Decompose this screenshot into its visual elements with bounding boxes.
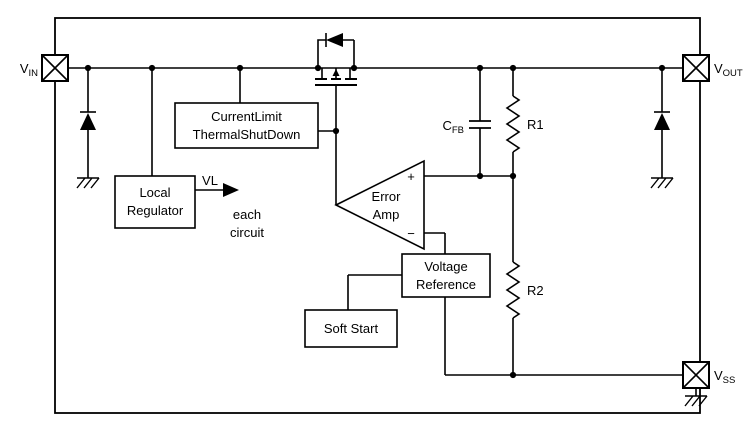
pin-label-vin: VIN — [20, 61, 38, 79]
ground-symbol-vout — [650, 177, 674, 189]
cfb-label: CFB — [442, 118, 464, 136]
body-diode — [325, 33, 343, 47]
ground-symbol-vss — [684, 395, 708, 407]
voltage-reference-label-line2: Reference — [416, 277, 476, 292]
pin-label-vout: VOUT — [714, 61, 743, 79]
soft-start-block: Soft Start — [304, 309, 398, 348]
esd-diode-vout — [654, 111, 670, 130]
junction-dots — [84, 64, 666, 379]
esd-diode-vin — [80, 111, 96, 130]
soft-start-label: Soft Start — [324, 321, 379, 336]
resistor-r1 — [505, 95, 521, 153]
pin-vss — [682, 361, 710, 389]
each-circuit-label-line1: each — [233, 207, 261, 222]
r1-label: R1 — [527, 117, 544, 132]
each-circuit-label-line2: circuit — [230, 225, 264, 240]
wire-inverting-input — [424, 232, 446, 254]
local-regulator-label-line2: Regulator — [127, 203, 184, 218]
local-regulator-label-line1: Local — [139, 185, 170, 200]
current-limit-label-line2: ThermalShutDown — [193, 127, 301, 142]
voltage-reference-label-line1: Voltage — [424, 259, 467, 274]
local-regulator-block: Local Regulator — [114, 175, 196, 229]
pin-vin — [41, 54, 69, 82]
ic-boundary — [54, 17, 701, 414]
vl-label: VL — [202, 173, 218, 188]
voltage-reference-block: Voltage Reference — [401, 253, 491, 298]
transistor-body-arrow — [332, 69, 340, 76]
error-amp-label-line2: Amp — [373, 207, 400, 222]
error-amp-minus-input: − — [407, 226, 415, 241]
error-amp-label-line1: Error — [372, 189, 402, 204]
pass-transistor — [315, 68, 357, 86]
wire-body-diode-loop — [317, 39, 355, 68]
pin-label-vss: VSS — [714, 368, 735, 386]
current-limit-block: CurrentLimit ThermalShutDown — [174, 102, 319, 149]
resistor-r2 — [505, 261, 521, 319]
current-limit-label-line1: CurrentLimit — [211, 109, 282, 124]
error-amp-plus-input: + — [407, 169, 415, 184]
pin-vout — [682, 54, 710, 82]
r2-label: R2 — [527, 283, 544, 298]
ground-symbol-vin — [76, 177, 100, 189]
error-amp: Error Amp + − — [334, 159, 425, 251]
wire-soft-start-link — [347, 274, 402, 310]
vl-arrow-icon — [223, 183, 239, 197]
capacitor-cfb — [469, 120, 491, 129]
